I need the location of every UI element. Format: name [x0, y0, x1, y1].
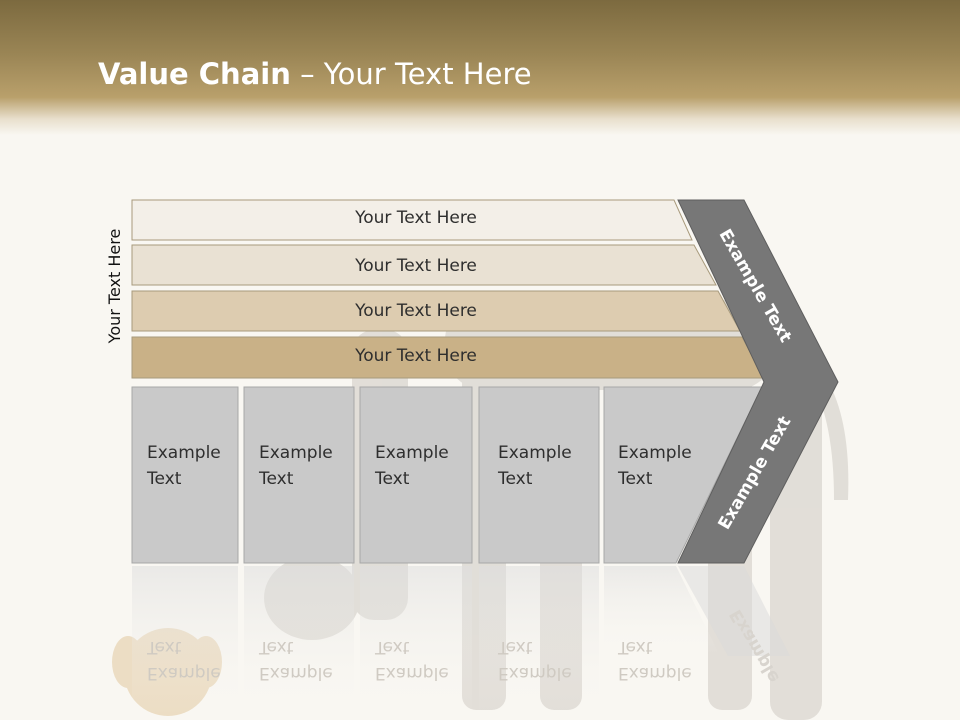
reflection-label-3: Example Text: [375, 637, 449, 683]
row-label-4: Your Text Here: [355, 346, 477, 366]
row-label-2: Your Text Here: [355, 256, 477, 276]
box-label-4: Example Text: [498, 443, 572, 489]
reflection-label-1: Example Text: [147, 637, 221, 683]
row-shape-1: [131, 199, 693, 241]
page-title: Value Chain – Your Text Here: [98, 56, 532, 92]
box-shape-4: [478, 386, 600, 564]
title-rest: – Your Text Here: [290, 57, 532, 91]
reflection: [132, 566, 790, 716]
header-band: [0, 0, 960, 135]
side-label: Your Text Here: [105, 228, 124, 344]
chevron-shape: [677, 199, 839, 564]
box-label-3: Example Text: [375, 443, 449, 489]
reflection-label-5: Example Text: [618, 637, 692, 683]
row-label-1: Your Text Here: [355, 208, 477, 228]
reflection-label-4: Example Text: [498, 637, 572, 683]
box-label-2: Example Text: [259, 443, 333, 489]
box-shape-5: [603, 386, 763, 564]
title-bold: Value Chain: [98, 57, 291, 91]
box-shape-2: [243, 386, 355, 564]
box-label-1: Example Text: [147, 443, 221, 489]
box-shape-3: [359, 386, 473, 564]
row-label-3: Your Text Here: [355, 301, 477, 321]
box-shape-1: [131, 386, 239, 564]
reflection-label-2: Example Text: [259, 637, 333, 683]
box-label-5: Example Text: [618, 443, 692, 489]
row-shape-2: [131, 244, 717, 286]
